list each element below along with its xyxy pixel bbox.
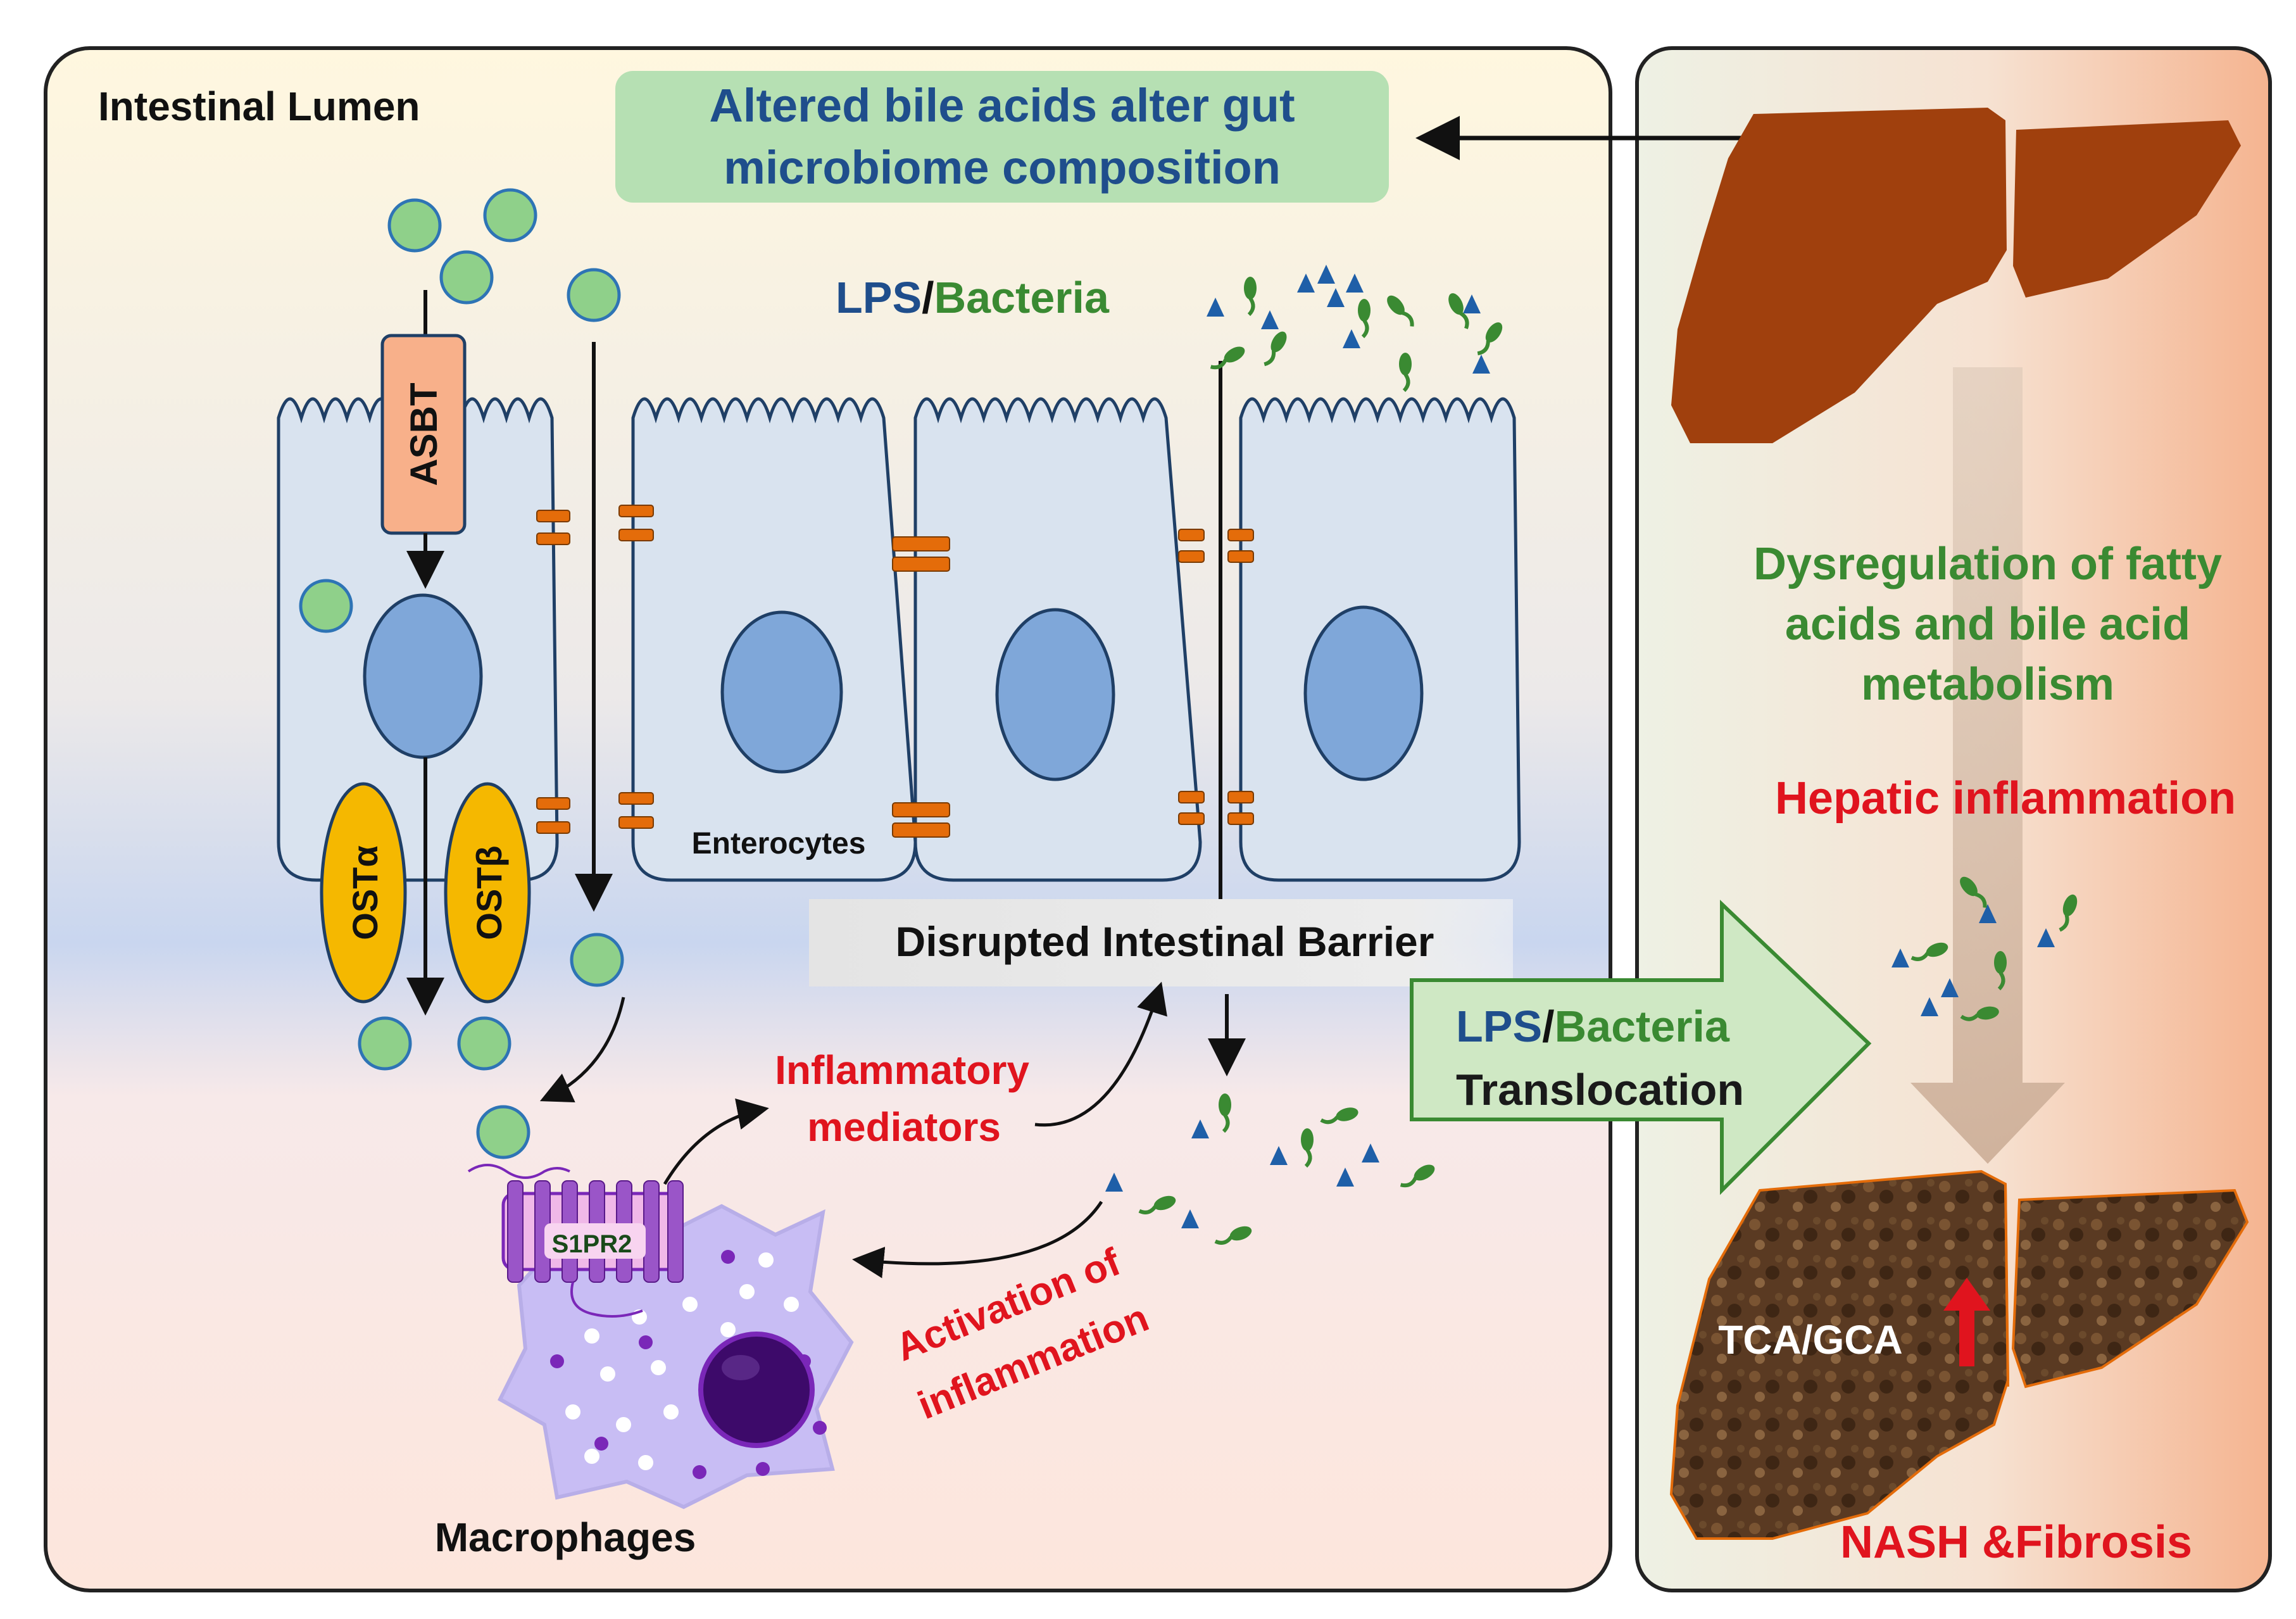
lps-top-lps: LPS bbox=[836, 273, 922, 322]
lumen-lps-bacteria bbox=[1207, 265, 1506, 391]
ost-alpha-transporter bbox=[320, 782, 407, 1004]
translocation-slash: / bbox=[1542, 1002, 1554, 1051]
bile-acid bbox=[358, 1016, 412, 1071]
inflammatory-mediators-line-2: mediators bbox=[807, 1104, 1001, 1150]
macrophages-label: Macrophages bbox=[435, 1515, 696, 1560]
tight-junctions bbox=[536, 505, 1254, 838]
ost-beta-transporter bbox=[444, 782, 531, 1004]
bile-acid bbox=[483, 188, 537, 243]
nucleus-1 bbox=[363, 593, 483, 759]
asbt-label: ASBT bbox=[403, 382, 445, 486]
disease-progression-arrow bbox=[1910, 367, 2065, 1164]
translocation-word: Translocation bbox=[1456, 1065, 1744, 1114]
mucosal-lps-bacteria bbox=[1105, 1093, 1438, 1249]
s1pr2-label: S1PR2 bbox=[552, 1230, 632, 1258]
hepatic-lps-bacteria bbox=[1891, 874, 2080, 1024]
bile-acids-line-2: microbiome composition bbox=[724, 141, 1281, 194]
macrophage-vesicles bbox=[550, 1250, 827, 1479]
nucleus-3 bbox=[995, 608, 1115, 781]
bile-acid bbox=[387, 198, 442, 253]
macrophage-nucleus bbox=[698, 1332, 815, 1448]
enterocytes-label: Enterocytes bbox=[692, 827, 866, 860]
intestinal-lumen-label: Intestinal Lumen bbox=[98, 84, 420, 129]
disrupted-barrier-box bbox=[809, 899, 1513, 986]
bile-acid bbox=[567, 268, 621, 322]
dysregulation-line-3: metabolism bbox=[1861, 659, 2114, 710]
ost-alpha-label: OSTα bbox=[345, 845, 385, 940]
increase-arrow bbox=[1943, 1278, 1990, 1366]
translocation-lps-bacteria: LPS/Bacteria bbox=[1456, 1002, 1730, 1051]
lps-top-bacteria: Bacteria bbox=[934, 273, 1110, 322]
hepatic-inflammation-label: Hepatic inflammation bbox=[1775, 773, 2236, 824]
lps-bacteria-top: LPS/Bacteria bbox=[836, 273, 1110, 322]
nucleus-4 bbox=[1303, 605, 1424, 781]
bile-acid bbox=[439, 250, 494, 305]
translocation-bacteria: Bacteria bbox=[1555, 1002, 1730, 1051]
inflammatory-mediators-line-1: Inflammatory bbox=[775, 1047, 1029, 1093]
dysregulation-line-1: Dysregulation of fatty bbox=[1753, 539, 2222, 589]
bile-acid bbox=[457, 1016, 511, 1071]
s1pr2-receptor bbox=[501, 1180, 684, 1283]
healthy-liver bbox=[1671, 108, 2241, 443]
translocation-lps: LPS bbox=[1456, 1002, 1542, 1051]
dysregulation-line-2: acids and bile acid bbox=[1785, 599, 2190, 650]
bile-acid bbox=[570, 933, 624, 987]
nuclei bbox=[363, 593, 1424, 781]
lps-top-slash: / bbox=[922, 273, 934, 322]
ost-beta-label: OSTβ bbox=[469, 845, 509, 940]
bile-acid bbox=[299, 579, 353, 633]
tca-gca-label: TCA/GCA bbox=[1718, 1317, 1903, 1363]
bile-acid-molecules bbox=[299, 188, 624, 1159]
bile-acid bbox=[476, 1105, 530, 1159]
translocation-arrow bbox=[1410, 900, 1872, 1195]
bile-acids-line-1: Altered bile acids alter gut bbox=[709, 79, 1295, 132]
nucleus-2 bbox=[720, 610, 843, 774]
disrupted-barrier-label: Disrupted Intestinal Barrier bbox=[896, 918, 1434, 965]
bile-acids-box bbox=[615, 71, 1389, 203]
nash-fibrosis-label: NASH &Fibrosis bbox=[1840, 1517, 2192, 1568]
